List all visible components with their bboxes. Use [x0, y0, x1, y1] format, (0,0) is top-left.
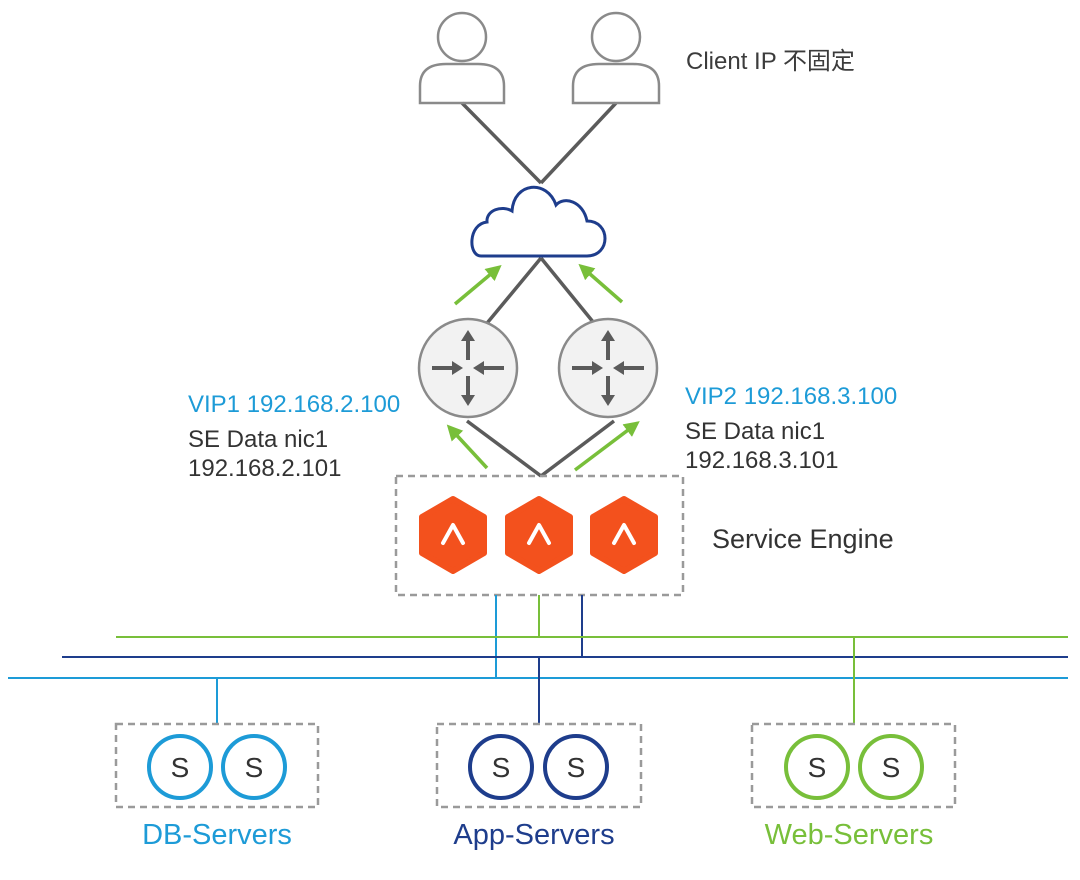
server-letter: S [492, 752, 511, 783]
server-letter: S [171, 752, 190, 783]
app-servers-label: App-Servers [453, 819, 615, 851]
server-letter: S [882, 752, 901, 783]
se-data-nic1-right: SE Data nic1 [685, 418, 826, 445]
client-links [460, 101, 618, 185]
server-icon [221, 734, 287, 800]
server-drops [216, 637, 855, 724]
server-icon [468, 734, 534, 800]
user-icon [418, 11, 506, 105]
client-ip-label: Client IP 不固定 [686, 48, 855, 75]
traffic-arrows [446, 263, 640, 472]
se-data-ip-left: 192.168.2.101 [188, 455, 342, 482]
server-icon [543, 734, 609, 800]
service-engine-icon [590, 496, 658, 574]
server-letter: S [567, 752, 586, 783]
service-engine-icon [419, 496, 487, 574]
server-letter: S [808, 752, 827, 783]
router-icon [557, 317, 659, 419]
server-icon [784, 734, 850, 800]
vip2-label: VIP2 192.168.3.100 [685, 383, 898, 410]
user-icon [571, 11, 661, 105]
router-icon [417, 317, 519, 419]
router-downlinks [465, 419, 616, 478]
cloud-icon [470, 185, 607, 258]
server-icon [858, 734, 924, 800]
vip1-label: VIP1 192.168.2.100 [188, 391, 401, 418]
router-uplinks [481, 256, 600, 330]
server-letter: S [245, 752, 264, 783]
db-servers-label: DB-Servers [142, 819, 292, 851]
service-engine-label: Service Engine [712, 524, 894, 554]
se-data-nic1-left: SE Data nic1 [188, 426, 329, 453]
server-icon [147, 734, 213, 800]
server-group-boxes [114, 722, 957, 809]
service-engine-icon [505, 496, 573, 574]
se-data-ip-right: 192.168.3.101 [685, 447, 839, 474]
web-servers-label: Web-Servers [764, 819, 934, 851]
